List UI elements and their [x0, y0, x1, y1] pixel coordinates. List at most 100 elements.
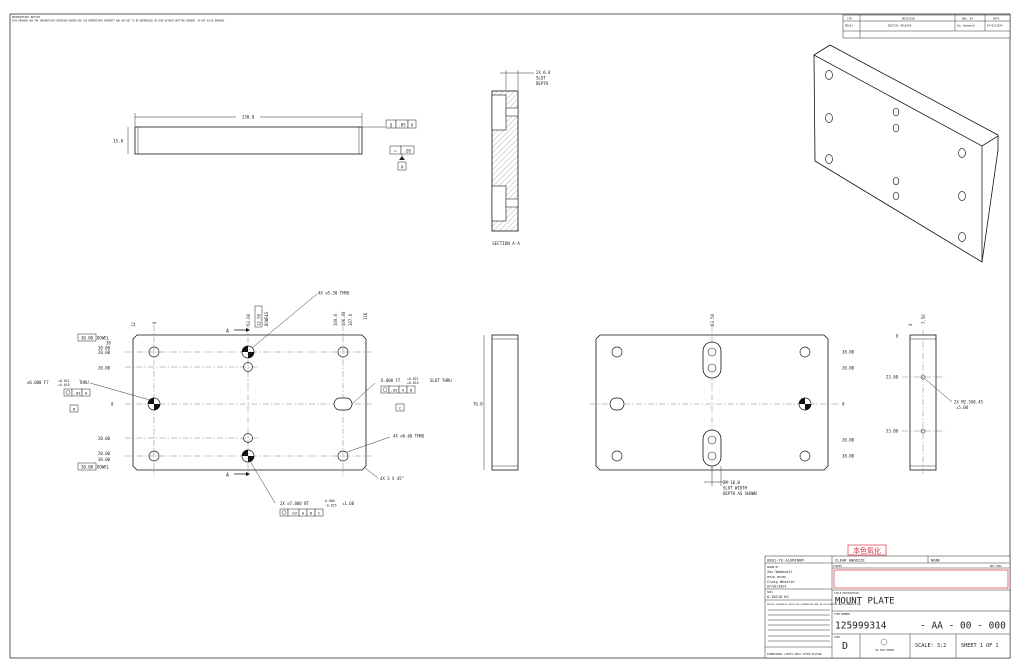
cbore-tol-dn: -0.015 [325, 504, 337, 508]
svg-text:.05: .05 [398, 122, 406, 127]
top-fcf-parallelism: ∥ .05 A [385, 119, 417, 129]
slot-fcf-b: B [410, 388, 413, 393]
title-block: 6061-T6 ALUMINUM 本色氧化 CLEAR ANODIZE NONE… [764, 544, 1011, 659]
tb-mass: 0.38216 KG [767, 595, 789, 599]
centroid-cbore-bottom [241, 449, 255, 463]
dowel-hole-tol-up: +0.022 [58, 379, 70, 383]
front-dim-0-top: 0 [152, 321, 157, 324]
tb-part-label: ITEM NUMBER [834, 613, 850, 616]
front-dim-53: 53.00 [246, 313, 251, 326]
svg-text:.05: .05 [404, 148, 412, 153]
back-slot-note-2: SLOT WIDTH [723, 486, 748, 491]
front-view: 30.00 DOWEL 38 30.00 20.00 20.00 0 20.00… [27, 291, 452, 517]
slot-thru: SLOT THRU [430, 378, 452, 383]
top-fcf-flatness: ▱ .05 [389, 145, 415, 155]
section-slot-note-3: DEPTH [536, 81, 549, 86]
dowel-fcf-datum: A [85, 391, 88, 396]
back-dim-20a: 20.00 [842, 366, 855, 371]
tb-reviewer: Craig Wheeler [767, 580, 796, 584]
tb-material: 6061-T6 ALUMINUM [767, 558, 804, 563]
tb-part-suffix: - AA - 00 - 000 [920, 621, 1006, 632]
front-dim-20a: 20.00 [98, 350, 111, 355]
front-dim-dowel-top: DOWEL [97, 336, 110, 341]
thread-note: 2X M2.5X0.45 [954, 400, 983, 405]
back-dim-38b: 38.00 [842, 454, 855, 459]
tb-desc-label: TITLE DESCRIPTION [834, 592, 859, 595]
slot-tol-up: +0.022 [407, 377, 419, 381]
top-dim-length: 130.0 [242, 115, 255, 120]
centroid-back [798, 397, 812, 411]
rev-row-revision: INITIAL RELEASE [888, 24, 912, 28]
tb-finish-label: FINISH [833, 565, 842, 568]
revision-table: LTR REVISION ENG. BY DATE REL01 INITIAL … [842, 14, 1011, 39]
isometric-view [813, 44, 999, 263]
rev-header-revision: REVISION [902, 17, 915, 21]
edge-dim-0-top: 0 [908, 323, 913, 326]
slot-tol-dn: +0.010 [407, 381, 419, 385]
section-marker-bottom: A [226, 473, 229, 479]
hole-note: 4X ∅6.60 THRU [393, 434, 425, 439]
centroid-dowel [147, 397, 161, 411]
front-dim-20c: 20.00 [98, 436, 111, 441]
dowel-hole-note: ∅6.000 F7 [27, 380, 49, 385]
proprietary-note: THIS DRAWING AND THE INFORMATION CONTAIN… [12, 20, 225, 23]
front-thru-note: 4X ∅5.50 THRU [318, 291, 350, 296]
svg-text:A: A [411, 122, 414, 127]
slot-fcf-tol: .05 [391, 388, 398, 393]
cbore-fcf-c: C [318, 511, 320, 516]
tb-title: MOUNT PLATE [835, 597, 895, 607]
front-dim-30b: 30.00 [98, 346, 111, 351]
rev-header-eng: ENG. BY [962, 17, 973, 21]
section-a-a: 2X 6.8 SLOT DEPTH SECTION A-A [491, 70, 551, 246]
side-view: 76.0 [473, 334, 519, 471]
front-dim-12: 12 [131, 322, 136, 327]
back-slot-top [702, 341, 722, 379]
side-dim-76: 76.0 [473, 402, 483, 407]
slot-note: 6.000 F7 [381, 378, 401, 383]
front-dim-dowels: DOWELS [264, 311, 269, 326]
tb-sheet: SHEET 1 OF 1 [961, 643, 998, 649]
tb-finish-stamp: 本色氧化 [853, 546, 881, 555]
back-dim-0: 0 [842, 402, 845, 407]
thru-hole-br [337, 450, 349, 462]
back-slot-note-3: DEPTH AS SHOWN [723, 491, 757, 496]
tb-mass-label: MASS [767, 591, 773, 594]
tb-review-date: 07/02/2024 [767, 585, 786, 589]
tb-footer-note: DIMENSIONAL LIMITS APPLY AFTER PLATING [767, 653, 822, 656]
rev-row-date: 07/02/2024 [987, 24, 1003, 28]
front-dim-107: 107.0 [348, 313, 353, 326]
rev-row-ltr: REL01 [845, 24, 853, 28]
thru-hole-bl [148, 450, 160, 462]
tb-part-number: 125999314 [835, 621, 887, 632]
front-dim-106: 106.00 [341, 311, 346, 326]
tb-mfg-label: BUY-THRU [990, 565, 1002, 568]
tb-treatment: NONE [931, 558, 941, 563]
edge-dim-53: 53.00 [886, 429, 899, 434]
tb-review-label: DETAIL REVIEW [767, 576, 786, 579]
cbore-note: 2X ∅7.000 BT [280, 501, 309, 506]
thread-depth: ↧5.00 [956, 405, 969, 410]
top-view: 130.0 15.0 ∥ .05 A ▱ .05 A [113, 113, 417, 171]
dowel-hole-thru: THRU [79, 380, 89, 385]
front-dim-30c: 30.00 [98, 457, 111, 462]
section-label: SECTION A-A [492, 241, 520, 246]
datum-a-top: A [401, 164, 404, 169]
top-dim-height: 15.0 [113, 139, 124, 144]
chamfer-note: 4X 3 X 45° [380, 476, 404, 481]
cbore-fcf-b: B [310, 511, 313, 516]
front-dim-30-bottom: 30.00 [81, 465, 94, 470]
back-dim-38a: 38.00 [842, 350, 855, 355]
tb-size-label: SIZE [834, 636, 840, 639]
front-dim-dowel-box: 12.50 [257, 313, 262, 326]
svg-text:▱: ▱ [394, 149, 397, 154]
front-dim-116: 116 [363, 312, 368, 320]
dowel-fcf-tol: .03 [74, 391, 81, 396]
tb-drawn-by: Zac Wadewell [767, 570, 793, 574]
slot-fcf-a: A [402, 388, 405, 393]
front-dim-30-top: 30.00 [81, 336, 94, 341]
centroid-cbore-top [241, 345, 255, 359]
front-dim-38: 38 [106, 341, 111, 346]
cbore-fcf-a: A [302, 511, 305, 516]
datum-c: C [399, 406, 401, 411]
